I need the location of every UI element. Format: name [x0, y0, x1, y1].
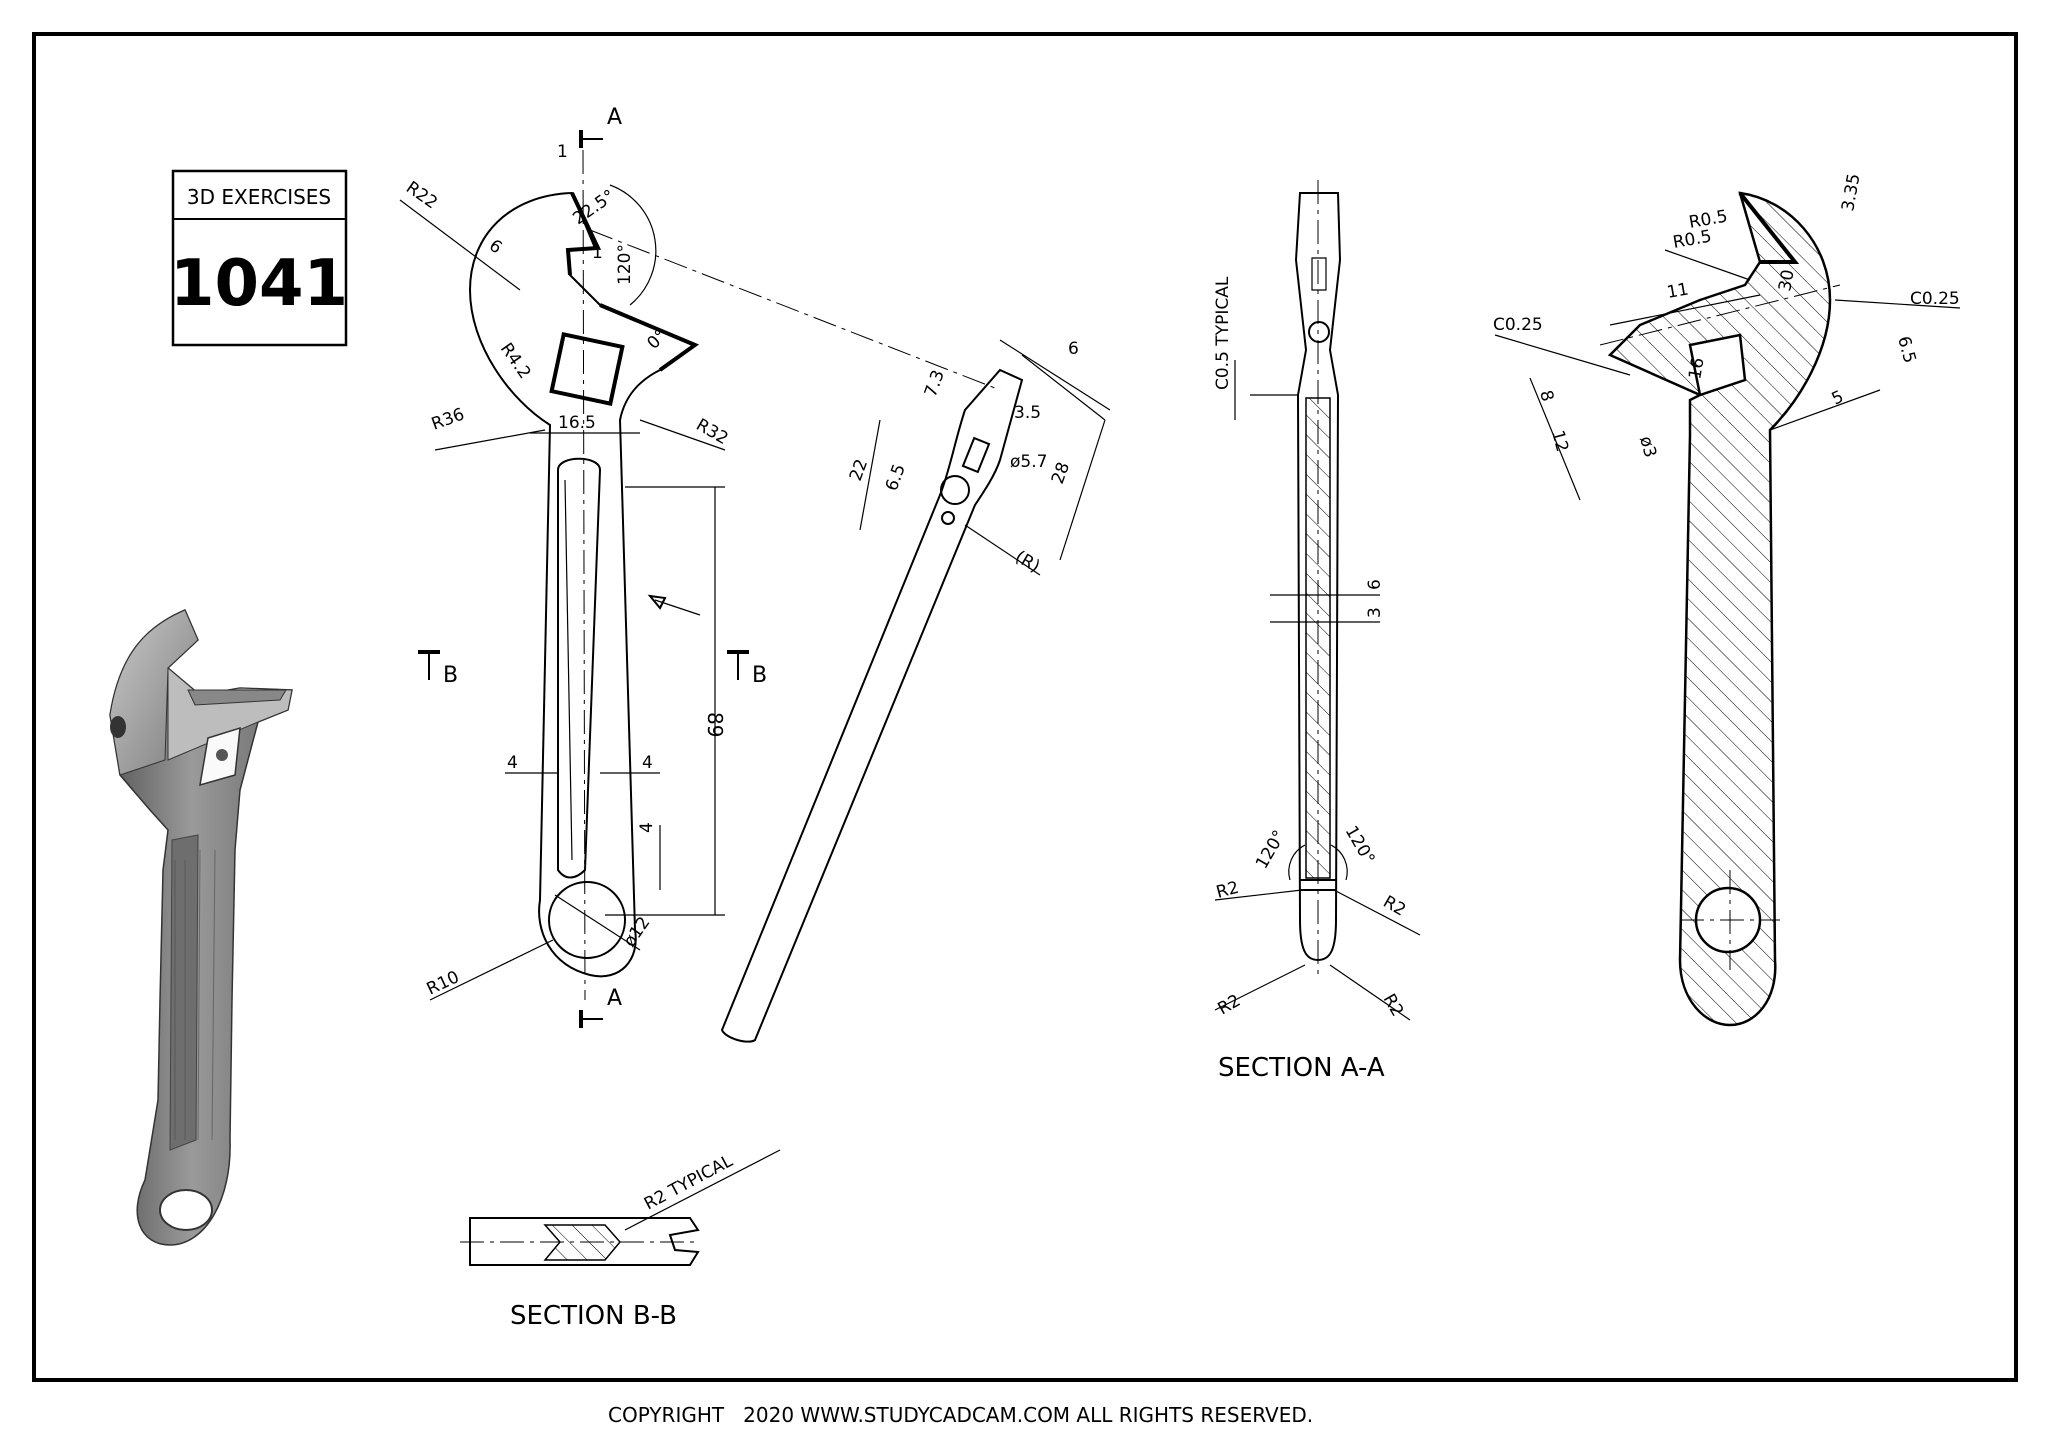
side-dim-r: (R)	[1012, 547, 1044, 577]
section-marker-a-top: A	[579, 105, 622, 148]
section-marker-a-bottom-label: A	[607, 986, 622, 1011]
front-dim-r32: R32	[693, 415, 732, 449]
section-aa-title: SECTION A-A	[1218, 1053, 1385, 1083]
title-block-number: 1041	[170, 247, 348, 321]
right-dim-8: 8	[1535, 388, 1557, 404]
section-aa-dim-r2-c: R2	[1215, 991, 1245, 1020]
front-dim-4a: 4	[507, 753, 518, 773]
section-marker-b-right-label: B	[752, 663, 767, 688]
side-dim-22: 22	[846, 457, 872, 484]
wrench-3d-render	[109, 609, 293, 1246]
right-dim-12: 12	[1547, 428, 1572, 454]
front-dim-6: 6	[485, 236, 505, 259]
section-marker-b-left: B	[418, 650, 458, 688]
title-block: 3D EXERCISES 1041	[170, 169, 348, 347]
side-dim-28: 28	[1048, 460, 1074, 487]
section-marker-a-bottom: A	[579, 986, 622, 1028]
front-dim-r36: R36	[429, 404, 467, 434]
right-dim-phi3: ø3	[1635, 434, 1660, 460]
front-view: A A B B 89 4 4 4 16.5 R22	[399, 105, 1001, 1028]
right-dim-6-5: 6.5	[1893, 334, 1919, 365]
section-b-b-view: R2 TYPICAL SECTION B-B	[460, 1149, 781, 1331]
right-dim-c0-25a: C0.25	[1493, 315, 1543, 335]
section-aa-dim-r2-a: R2	[1214, 878, 1241, 903]
section-aa-note-c05: C0.5 TYPICAL	[1213, 276, 1233, 390]
right-dim-11: 11	[1665, 279, 1690, 302]
side-dim-3-5: 3.5	[1014, 403, 1041, 423]
front-dim-1b: 1	[592, 243, 603, 263]
side-dim-7-3: 7.3	[921, 367, 949, 399]
front-dim-89: 89	[703, 712, 727, 737]
front-dim-120: 120°	[615, 244, 635, 285]
right-dim-r0-5b: R0.5	[1671, 226, 1713, 252]
front-dim-r10: R10	[424, 967, 463, 999]
front-dim-0: 0°	[643, 326, 671, 354]
section-marker-b-left-label: B	[443, 663, 458, 688]
front-dim-22-5: 22.5°	[569, 186, 618, 229]
front-dim-r4-2: R4.2	[496, 339, 535, 382]
section-marker-a-top-label: A	[607, 105, 622, 130]
section-a-a-view: C0.5 TYPICAL 6 3 120° 120° R2 R2 R2 R2 S…	[1213, 180, 1421, 1083]
front-dim-r22: R22	[402, 178, 441, 214]
side-dim-phi5-7: ø5.7	[1010, 452, 1047, 472]
front-dim-4b: 4	[642, 753, 653, 773]
side-dim-6-5: 6.5	[882, 461, 910, 493]
front-dim-16-5: 16.5	[558, 413, 596, 433]
title-block-header: 3D EXERCISES	[187, 185, 331, 209]
front-dim-4c: 4	[637, 822, 657, 833]
right-dim-16: 16	[1685, 356, 1708, 381]
section-bb-title: SECTION B-B	[510, 1301, 677, 1331]
section-aa-dim-120-left: 120°	[1252, 827, 1290, 872]
right-dim-5: 5	[1829, 387, 1847, 410]
right-dim-3-35: 3.35	[1838, 172, 1864, 213]
side-dim-6: 6	[1068, 339, 1079, 359]
right-dim-c0-25b: C0.25	[1910, 289, 1960, 309]
copyright-footer: COPYRIGHT 2020 WWW.STUDYCADCAM.COM ALL R…	[608, 1403, 1313, 1427]
section-aa-dim-3: 3	[1365, 607, 1385, 618]
sheet-border	[32, 32, 2018, 1382]
right-section-view: R0.5 R0.5 3.35 30 11 C0.25 C0.25 6.5 8 1…	[1493, 172, 1961, 1027]
right-dim-30: 30	[1775, 268, 1798, 293]
section-aa-dim-6: 6	[1365, 579, 1385, 590]
side-view: 6 7.3 3.5 22 6.5 ø5.7 28 (R)	[720, 339, 1111, 1043]
section-aa-dim-120-right: 120°	[1341, 823, 1379, 868]
section-bb-note-r2: R2 TYPICAL	[641, 1151, 737, 1214]
section-marker-b-right: B	[727, 650, 767, 688]
front-dim-1a: 1	[557, 142, 568, 162]
